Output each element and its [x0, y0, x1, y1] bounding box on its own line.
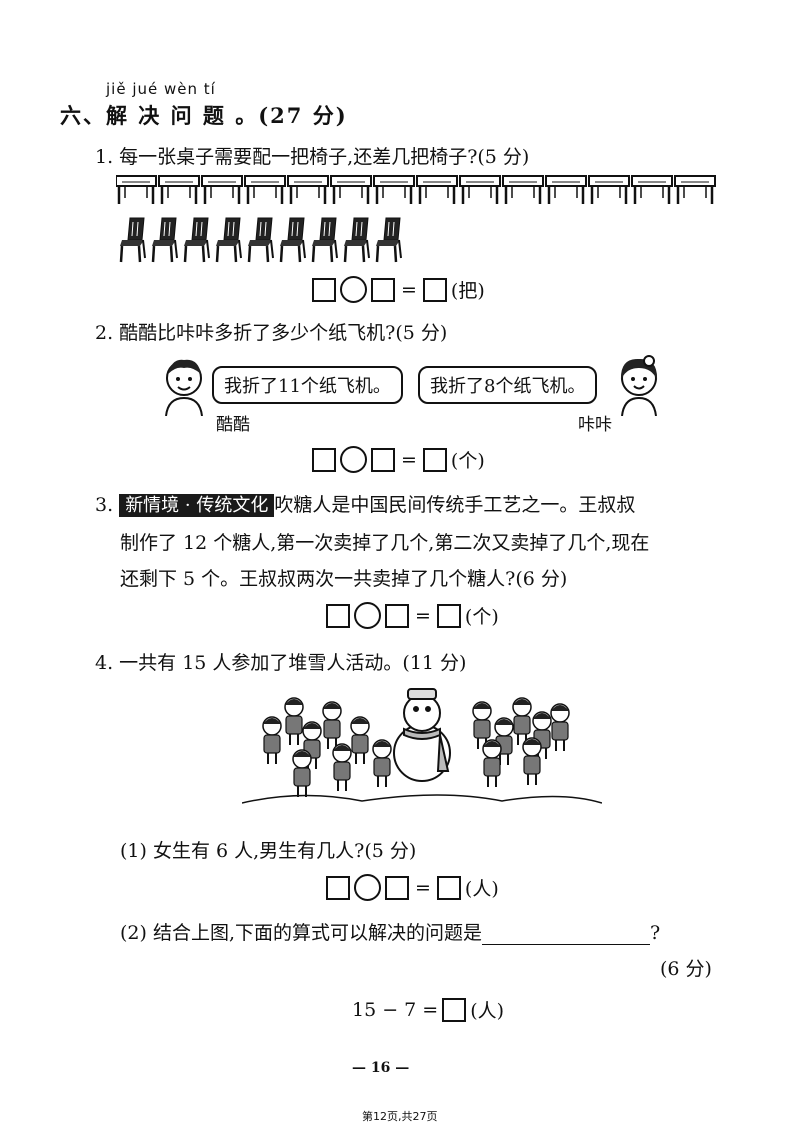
formula-text: 15 − 7 = [352, 998, 439, 1021]
equals-sign: = [415, 604, 431, 627]
question-4-sub-2-text: (2) 结合上图,下面的算式可以解决的问题是 [120, 922, 482, 944]
table-icon [330, 175, 372, 204]
q4-1-equation: = (人) [326, 874, 499, 901]
question-4-sub-1: (1) 女生有 6 人,男生有几人?(5 分) [120, 840, 417, 862]
table-icon [416, 175, 458, 204]
name-kuku: 酷酷 [216, 415, 250, 435]
question-1-text: 1. 每一张桌子需要配一把椅子,还差几把椅子?(5 分) [95, 146, 530, 168]
table-icon [502, 175, 544, 204]
child-figure [332, 743, 352, 791]
child-figure [322, 701, 342, 749]
chair-icon [119, 217, 146, 263]
answer-box[interactable] [326, 603, 350, 628]
table-icon [588, 175, 630, 204]
question-3-number: 3. [95, 494, 114, 516]
table-icon [674, 175, 716, 204]
child-figure [302, 721, 322, 769]
q1-equation: = (把) [312, 276, 485, 303]
child-figure [350, 716, 370, 764]
question-3-line-2: 制作了 12 个糖人,第一次卖掉了几个,第二次又卖掉了几个,现在 [120, 532, 650, 554]
section-pinyin: jiě jué wèn tí [106, 80, 216, 98]
context-tag: 新情境 · 传统文化 [119, 494, 275, 517]
operator-circle[interactable] [340, 446, 367, 473]
result-box[interactable] [436, 603, 461, 628]
question-4-sub-2-score: (6 分) [660, 958, 712, 980]
result-box[interactable] [436, 875, 461, 900]
table-icon [201, 175, 243, 204]
unit-label: (个) [464, 606, 499, 628]
chair-icon [215, 217, 242, 263]
child-figure [284, 697, 304, 745]
name-kaka: 咔咔 [578, 415, 612, 435]
child-figure [550, 703, 570, 751]
table-icon [459, 175, 501, 204]
answer-box[interactable] [385, 875, 409, 900]
child-figure [472, 701, 492, 749]
question-mark: ? [650, 922, 661, 944]
q4-2-formula: 15 − 7 = (人) [352, 996, 504, 1023]
chair-icon [183, 217, 210, 263]
chair-icon [311, 217, 338, 263]
equals-sign: = [415, 876, 431, 899]
question-4-sub-2: (2) 结合上图,下面的算式可以解决的问题是? [120, 918, 660, 945]
question-2-text: 2. 酷酷比咔咔多折了多少个纸飞机?(5 分) [95, 322, 448, 344]
child-figure [372, 739, 392, 787]
operator-circle[interactable] [354, 602, 381, 629]
table-icon [545, 175, 587, 204]
child-figure [262, 716, 282, 764]
chairs-row [119, 217, 402, 263]
speech-bubble-kuku: 我折了11个纸飞机。 [212, 366, 403, 404]
question-3-line-3: 还剩下 5 个。王叔叔两次一共卖掉了几个糖人?(6 分) [120, 568, 568, 590]
answer-box[interactable] [312, 447, 336, 472]
table-icon [373, 175, 415, 204]
answer-box[interactable] [385, 603, 409, 628]
table-icon [287, 175, 329, 204]
table-icon [158, 175, 200, 204]
snowman-activity-illustration [242, 688, 602, 804]
equals-sign: = [401, 278, 417, 301]
equals-sign: = [401, 448, 417, 471]
girl-avatar [620, 355, 658, 416]
child-figure [512, 697, 532, 745]
page-number: — 16 — [352, 1060, 410, 1076]
result-box[interactable] [442, 997, 467, 1022]
chair-icon [247, 217, 274, 263]
tables-and-chairs-illustration [116, 175, 716, 263]
q2-equation: = (个) [312, 446, 485, 473]
answer-blank[interactable] [482, 924, 650, 945]
unit-label: (人) [464, 878, 499, 900]
answer-box[interactable] [326, 875, 350, 900]
chair-icon [279, 217, 306, 263]
question-3-text-1: 吹糖人是中国民间传统手工艺之一。王叔叔 [274, 494, 636, 516]
child-figure [482, 739, 502, 787]
unit-label: (个) [450, 450, 485, 472]
result-box[interactable] [422, 277, 447, 302]
q3-equation: = (个) [326, 602, 499, 629]
table-icon [116, 175, 157, 204]
question-4-text: 4. 一共有 15 人参加了堆雪人活动。(11 分) [95, 652, 467, 674]
boy-avatar [165, 359, 203, 416]
speech-bubble-kaka: 我折了8个纸飞机。 [418, 366, 598, 404]
result-box[interactable] [422, 447, 447, 472]
unit-label: (人) [470, 1000, 505, 1022]
child-figure [292, 749, 312, 797]
snowman [393, 688, 451, 782]
section-title: 六、解 决 问 题 。(27 分) [60, 103, 348, 128]
page-count: 第12页,共27页 [362, 1110, 438, 1123]
children-group [262, 697, 570, 797]
tables-row [116, 175, 716, 204]
child-figure [522, 737, 542, 785]
chair-icon [343, 217, 370, 263]
question-3-line-1: 3. 新情境 · 传统文化吹糖人是中国民间传统手工艺之一。王叔叔 [95, 490, 635, 517]
chair-icon [375, 217, 402, 263]
answer-box[interactable] [371, 447, 395, 472]
unit-label: (把) [450, 280, 485, 302]
answer-box[interactable] [371, 277, 395, 302]
table-icon [631, 175, 673, 204]
chair-icon [151, 217, 178, 263]
operator-circle[interactable] [340, 276, 367, 303]
operator-circle[interactable] [354, 874, 381, 901]
table-icon [244, 175, 286, 204]
answer-box[interactable] [312, 277, 336, 302]
